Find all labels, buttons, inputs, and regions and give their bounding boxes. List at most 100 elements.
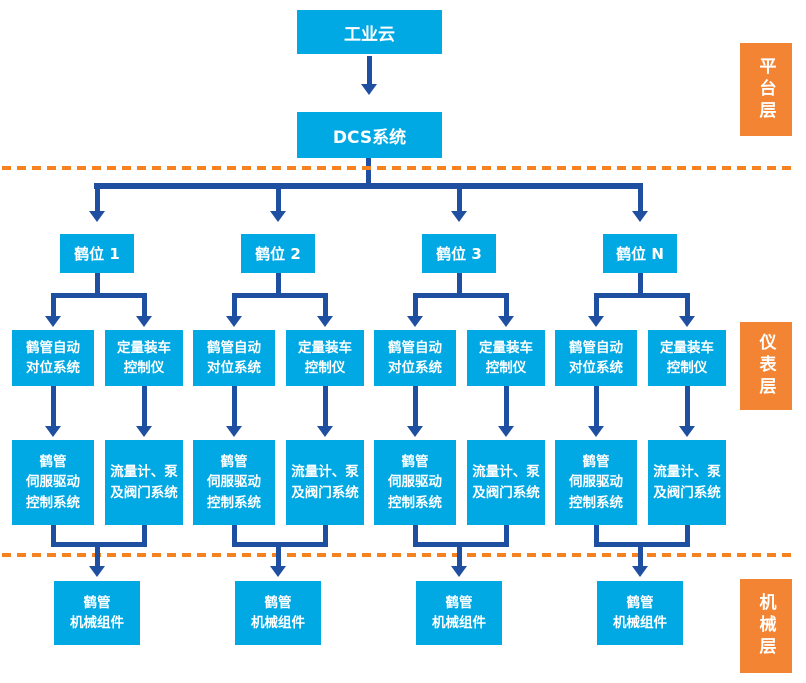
right-mid-arrow-shaft xyxy=(323,386,328,426)
arrow-down-icon xyxy=(45,426,61,437)
station-split-shaft xyxy=(638,273,643,295)
loading-controller-box: 定量装车 控制仪 xyxy=(648,330,726,386)
arrow-down-icon xyxy=(136,316,152,327)
loading-controller-box: 定量装车 控制仪 xyxy=(105,330,183,386)
bus-drop-shaft xyxy=(276,183,281,211)
servo-drive-box: 鹤管 伺服驱动 控制系统 xyxy=(12,440,94,525)
arrow-down-icon xyxy=(270,566,286,577)
dcs-system-box: DCS系统 xyxy=(297,112,442,158)
flow-pump-valve-box: 流量计、泵 及阀门系统 xyxy=(105,440,183,525)
alignment-system-box: 鹤管自动 对位系统 xyxy=(374,330,456,386)
split-left-shaft xyxy=(594,298,599,316)
cloud-to-dcs-arrow-head-icon xyxy=(361,84,377,95)
station-column-2: 鹤位 2 鹤管自动 对位系统 定量装车 控制仪 鹤管 伺服驱动 控制系统 流量计… xyxy=(193,183,364,645)
station-split-shaft xyxy=(276,273,281,295)
merge-center-shaft xyxy=(638,547,643,566)
arrow-down-icon xyxy=(226,426,242,437)
industrial-cloud-box: 工业云 xyxy=(297,10,442,54)
station-split-shaft xyxy=(95,273,100,295)
arrow-down-icon xyxy=(498,316,514,327)
arrow-down-icon xyxy=(451,566,467,577)
left-mid-arrow-shaft xyxy=(594,386,599,426)
merge-center-shaft xyxy=(457,547,462,566)
left-mid-arrow-shaft xyxy=(232,386,237,426)
alignment-system-box: 鹤管自动 对位系统 xyxy=(555,330,637,386)
arrow-down-icon xyxy=(588,316,604,327)
station-split-bar xyxy=(51,293,147,298)
merge-left-shaft xyxy=(413,525,418,547)
merge-right-shaft xyxy=(323,525,328,547)
right-mid-arrow-shaft xyxy=(504,386,509,426)
split-right-shaft xyxy=(323,298,328,316)
mechanical-components-box: 鹤管 机械组件 xyxy=(235,581,321,645)
merge-left-shaft xyxy=(232,525,237,547)
flow-pump-valve-box: 流量计、泵 及阀门系统 xyxy=(467,440,545,525)
alignment-system-box: 鹤管自动 对位系统 xyxy=(12,330,94,386)
merge-left-shaft xyxy=(51,525,56,547)
left-mid-arrow-shaft xyxy=(413,386,418,426)
arrow-down-icon xyxy=(136,426,152,437)
split-right-shaft xyxy=(504,298,509,316)
merge-bar xyxy=(413,542,509,547)
arrow-down-icon xyxy=(317,316,333,327)
split-left-shaft xyxy=(413,298,418,316)
merge-center-shaft xyxy=(95,547,100,566)
alignment-system-box: 鹤管自动 对位系统 xyxy=(193,330,275,386)
arrow-down-icon xyxy=(632,211,648,222)
arrow-down-icon xyxy=(679,426,695,437)
arrow-down-icon xyxy=(89,211,105,222)
station-column-1: 鹤位 1 鹤管自动 对位系统 定量装车 控制仪 鹤管 伺服驱动 控制系统 流量计… xyxy=(12,183,183,645)
station-split-shaft xyxy=(457,273,462,295)
mechanical-components-box: 鹤管 机械组件 xyxy=(597,581,683,645)
mechanical-components-box: 鹤管 机械组件 xyxy=(54,581,140,645)
station-column-n: 鹤位 N 鹤管自动 对位系统 定量装车 控制仪 鹤管 伺服驱动 控制系统 流量计… xyxy=(555,183,726,645)
instrument-mechanical-separator xyxy=(2,553,796,557)
dcs-drop-line xyxy=(366,158,371,186)
flow-pump-valve-box: 流量计、泵 及阀门系统 xyxy=(648,440,726,525)
merge-left-shaft xyxy=(594,525,599,547)
arrow-down-icon xyxy=(498,426,514,437)
arrow-down-icon xyxy=(89,566,105,577)
servo-drive-box: 鹤管 伺服驱动 控制系统 xyxy=(555,440,637,525)
station-split-bar xyxy=(413,293,509,298)
station-column-3: 鹤位 3 鹤管自动 对位系统 定量装车 控制仪 鹤管 伺服驱动 控制系统 流量计… xyxy=(374,183,545,645)
right-mid-arrow-shaft xyxy=(142,386,147,426)
station-split-bar xyxy=(594,293,690,298)
merge-bar xyxy=(51,542,147,547)
flow-pump-valve-box: 流量计、泵 及阀门系统 xyxy=(286,440,364,525)
arrow-down-icon xyxy=(632,566,648,577)
split-left-shaft xyxy=(51,298,56,316)
dcs-distribution-bus xyxy=(94,183,643,189)
merge-center-shaft xyxy=(276,547,281,566)
merge-bar xyxy=(594,542,690,547)
station-box-2: 鹤位 2 xyxy=(241,234,315,273)
station-box-3: 鹤位 3 xyxy=(422,234,496,273)
layer-label-mechanical: 机械层 xyxy=(740,579,792,673)
arrow-down-icon xyxy=(407,426,423,437)
loading-controller-box: 定量装车 控制仪 xyxy=(467,330,545,386)
arrow-down-icon xyxy=(317,426,333,437)
layer-label-platform: 平台层 xyxy=(740,43,792,136)
servo-drive-box: 鹤管 伺服驱动 控制系统 xyxy=(193,440,275,525)
split-right-shaft xyxy=(142,298,147,316)
right-mid-arrow-shaft xyxy=(685,386,690,426)
bus-drop-shaft xyxy=(638,183,643,211)
arrow-down-icon xyxy=(679,316,695,327)
split-left-shaft xyxy=(232,298,237,316)
arrow-down-icon xyxy=(45,316,61,327)
split-right-shaft xyxy=(685,298,690,316)
station-box-n: 鹤位 N xyxy=(603,234,677,273)
bus-drop-shaft xyxy=(95,183,100,211)
layer-label-instrument: 仪表层 xyxy=(740,322,792,410)
arrow-down-icon xyxy=(270,211,286,222)
bus-drop-shaft xyxy=(457,183,462,211)
cloud-to-dcs-arrow-shaft xyxy=(367,56,372,84)
platform-instrument-separator xyxy=(2,166,796,170)
station-split-bar xyxy=(232,293,328,298)
merge-right-shaft xyxy=(685,525,690,547)
loading-controller-box: 定量装车 控制仪 xyxy=(286,330,364,386)
mechanical-components-box: 鹤管 机械组件 xyxy=(416,581,502,645)
merge-bar xyxy=(232,542,328,547)
arrow-down-icon xyxy=(451,211,467,222)
